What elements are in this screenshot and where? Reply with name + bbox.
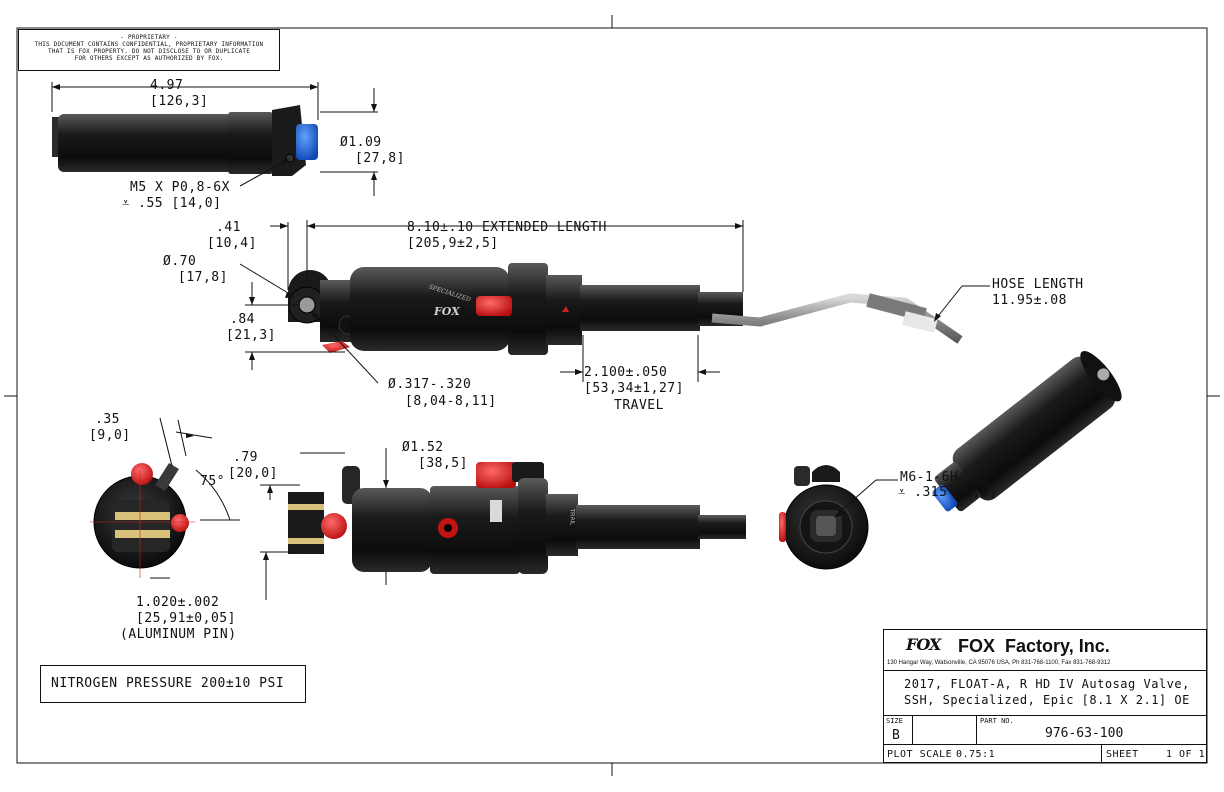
dim-extended-length: 8.10±.10 EXTENDED LENGTH: [407, 220, 607, 235]
dim-travel: 2.100±.050: [584, 365, 668, 380]
company-cell: FOX FOX Factory, Inc. 130 Hangar Way, Wa…: [883, 629, 1207, 671]
dim-eye-width: .79: [233, 450, 258, 465]
trail-mark: TRAIL: [568, 508, 575, 526]
dim-thread-b: M6-1-6H: [900, 470, 959, 485]
size-value: B: [892, 728, 900, 743]
dim-hose-length: 11.95±.08: [992, 293, 1067, 308]
dim-body-diameter-mm: [38,5]: [418, 456, 468, 471]
part-label: PART NO.: [980, 717, 1014, 725]
front-shock-view: [260, 448, 746, 600]
title-block: FOX FOX Factory, Inc. 130 Hangar Way, Wa…: [883, 629, 1207, 763]
sheet-cell: SHEET 1 OF 1: [1101, 744, 1207, 763]
dim-bolt-hole: Ø.317-.320: [388, 377, 472, 392]
proprietary-line1: THIS DOCUMENT CONTAINS CONFIDENTIAL, PRO…: [34, 41, 264, 48]
company-address: 130 Hangar Way, Watsonville, CA 95076 US…: [887, 660, 1111, 666]
dim-reservoir-diameter-mm: [27,8]: [355, 151, 405, 166]
description-line2: SSH, Specialized, Epic [8.1 X 2.1] OE: [904, 693, 1190, 707]
description-cell: 2017, FLOAT-A, R HD IV Autosag Valve, SS…: [883, 670, 1207, 716]
fox-mark: FOX: [434, 305, 460, 318]
dim-travel-mm: [53,34±1,27]: [584, 381, 684, 396]
dim-body-diameter: Ø1.52: [402, 440, 444, 455]
reservoir-view: [51, 82, 378, 196]
company-name: FOX Factory, Inc.: [958, 636, 1110, 656]
nitrogen-note-text: NITROGEN PRESSURE 200±10 PSI: [51, 676, 285, 691]
fox-logo: FOX: [906, 635, 941, 654]
dim-extended-length-mm: [205,9±2,5]: [407, 236, 499, 251]
dim-eye-offset: .41: [216, 220, 241, 235]
proprietary-line2: THAT IS FOX PROPERTY. DO NOT DISCLOSE TO…: [47, 48, 251, 55]
sheet-value: 1 OF 1: [1166, 749, 1206, 760]
dim-fitting-angle: 75°: [200, 474, 225, 489]
dim-eye-height-mm: [21,3]: [226, 328, 276, 343]
dim-eye-height: .84: [230, 312, 255, 327]
dim-travel-label: TRAVEL: [614, 398, 664, 413]
dim-thread-b-depth: ⩡ .315 [8,0]: [898, 485, 998, 500]
scale-value: 0.75:1: [956, 749, 996, 760]
size-cell: SIZE B: [883, 715, 913, 745]
end-view-left: [90, 417, 240, 579]
dim-hose-length-label: HOSE LENGTH: [992, 277, 1084, 292]
blank-cell: [912, 715, 977, 745]
scale-cell: PLOT SCALE 0.75:1: [883, 744, 1102, 763]
dim-thread-a: M5 X P0,8-6X: [130, 180, 230, 195]
part-cell: PART NO. 976-63-100: [976, 715, 1207, 745]
dim-eye-diameter-mm: [17,8]: [178, 270, 228, 285]
dim-reservoir-diameter: Ø1.09: [340, 135, 382, 150]
sheet-label: SHEET: [1106, 749, 1139, 760]
dim-thread-a-depth: ⩡ .55 [14,0]: [122, 196, 222, 211]
part-number: 976-63-100: [1045, 726, 1124, 741]
dim-eye-offset-mm: [10,4]: [207, 236, 257, 251]
description-line1: 2017, FLOAT-A, R HD IV Autosag Valve,: [904, 677, 1190, 691]
scale-label: PLOT SCALE: [887, 749, 953, 760]
main-shock-view: [239, 220, 1122, 512]
size-label: SIZE: [886, 717, 903, 725]
end-view-right: [779, 465, 898, 570]
dim-pin: 1.020±.002: [136, 595, 220, 610]
proprietary-notice: - PROPRIETARY - THIS DOCUMENT CONTAINS C…: [18, 29, 280, 71]
dim-reservoir-length: 4.97: [150, 78, 184, 93]
dim-eye-width-mm: [20,0]: [228, 466, 278, 481]
proprietary-line3: FOR OTHERS EXCEPT AS AUTHORIZED BY FOX.: [74, 55, 224, 62]
dim-fitting-width: .35: [95, 412, 120, 427]
dim-pin-note: (ALUMINUM PIN): [120, 627, 237, 642]
nitrogen-note: NITROGEN PRESSURE 200±10 PSI: [40, 665, 306, 703]
dim-pin-mm: [25,91±0,05]: [136, 611, 236, 626]
proprietary-heading: - PROPRIETARY -: [120, 34, 178, 41]
dim-reservoir-length-mm: [126,3]: [150, 94, 209, 109]
dim-fitting-width-mm: [9,0]: [89, 428, 131, 443]
dim-eye-diameter: Ø.70: [163, 254, 197, 269]
dim-bolt-hole-mm: [8,04-8,11]: [405, 394, 497, 409]
